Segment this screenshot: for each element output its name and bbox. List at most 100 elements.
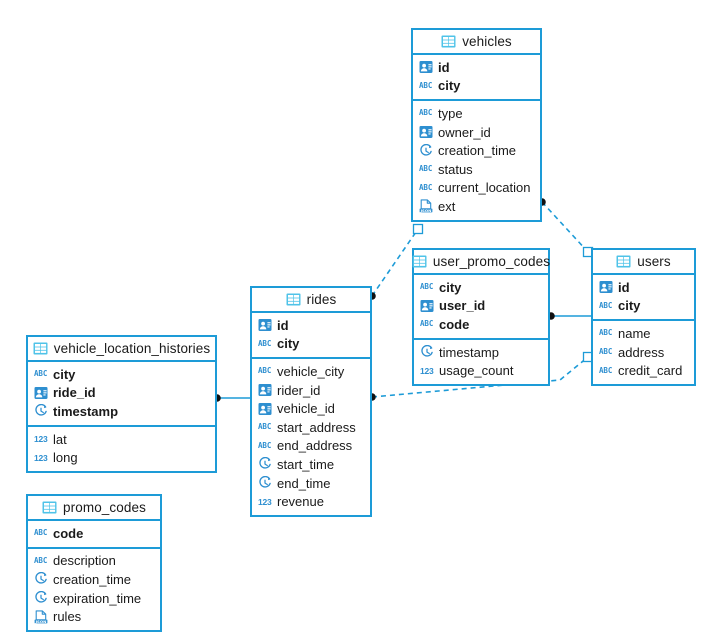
- table-title: vehicle_location_histories: [53, 341, 211, 356]
- table-header-vehicle_location_histories[interactable]: vehicle_location_histories: [28, 337, 215, 362]
- clock-icon: [419, 143, 433, 158]
- column-row[interactable]: user_id: [414, 297, 548, 316]
- column-row[interactable]: ABC city: [252, 335, 370, 354]
- table-icon: [616, 254, 631, 269]
- column-name: id: [438, 59, 450, 75]
- column-row[interactable]: ride_id: [28, 384, 215, 403]
- column-name: id: [277, 317, 289, 333]
- column-name: description: [53, 553, 116, 569]
- abc-string-icon: ABC: [599, 300, 613, 310]
- column-row[interactable]: ABC description: [28, 552, 160, 571]
- column-name: rules: [53, 609, 82, 625]
- column-name: user_id: [439, 298, 486, 314]
- number-icon: 123: [34, 452, 48, 463]
- column-row[interactable]: end_time: [252, 474, 370, 493]
- column-row[interactable]: creation_time: [28, 570, 160, 589]
- column-name: credit_card: [618, 363, 683, 379]
- abc-string-icon: ABC: [258, 338, 272, 348]
- column-name: timestamp: [53, 403, 119, 419]
- key-id-icon: [419, 60, 433, 74]
- column-row[interactable]: owner_id: [413, 123, 540, 142]
- table-icon: [33, 341, 48, 356]
- abc-string-icon: ABC: [258, 366, 272, 376]
- table-header-promo_codes[interactable]: promo_codes: [28, 496, 160, 521]
- column-name: code: [439, 316, 470, 332]
- table-header-user_promo_codes[interactable]: user_promo_codes: [412, 250, 550, 275]
- clock-icon: [34, 572, 48, 586]
- key-id-icon: [258, 383, 272, 397]
- column-row[interactable]: ABC name: [593, 324, 694, 343]
- column-row[interactable]: rider_id: [252, 381, 370, 400]
- column-name: name: [618, 325, 651, 341]
- column-name: revenue: [277, 494, 324, 510]
- edge-user_promo_codes-to-users[interactable]: [547, 312, 591, 320]
- column-name: city: [277, 336, 300, 352]
- column-row[interactable]: expiration_time: [28, 589, 160, 608]
- abc-string-icon: ABC: [599, 328, 613, 338]
- column-name: creation_time: [53, 571, 132, 587]
- table-title: rides: [306, 292, 337, 307]
- column-row[interactable]: timestamp: [414, 343, 548, 362]
- abc-string-icon: ABC: [258, 422, 272, 432]
- table-header-users[interactable]: users: [593, 250, 694, 275]
- abc-string-icon: ABC: [258, 440, 272, 450]
- edge-target-square: [412, 223, 424, 235]
- column-row[interactable]: start_time: [252, 455, 370, 474]
- column-name: creation_time: [438, 143, 517, 159]
- table-header-rides[interactable]: rides: [252, 288, 370, 313]
- column-name: ext: [438, 198, 456, 214]
- column-row[interactable]: timestamp: [28, 402, 215, 421]
- column-row[interactable]: creation_time: [413, 141, 540, 160]
- key-id-icon: [599, 280, 613, 294]
- abc-string-icon: ABC: [34, 369, 48, 379]
- column-row[interactable]: ABC code: [414, 315, 548, 334]
- key-id-icon: [258, 318, 272, 332]
- column-row[interactable]: vehicle_id: [252, 399, 370, 418]
- column-name: expiration_time: [53, 590, 142, 606]
- edge-vehicle_location_histories-to-rides[interactable]: [213, 394, 250, 402]
- abc-string-icon: ABC: [34, 555, 48, 565]
- number-icon: 123: [420, 365, 434, 376]
- abc-string-icon: ABC: [419, 80, 433, 90]
- table-title: vehicles: [462, 34, 512, 49]
- column-name: vehicle_id: [277, 401, 335, 417]
- table-header-vehicles[interactable]: vehicles: [413, 30, 540, 55]
- column-row[interactable]: id: [413, 58, 540, 77]
- column-name: ride_id: [53, 385, 96, 401]
- column-row[interactable]: id: [252, 316, 370, 335]
- abc-string-icon: ABC: [420, 319, 434, 329]
- clock-icon: [34, 404, 48, 418]
- column-row[interactable]: id: [593, 278, 694, 297]
